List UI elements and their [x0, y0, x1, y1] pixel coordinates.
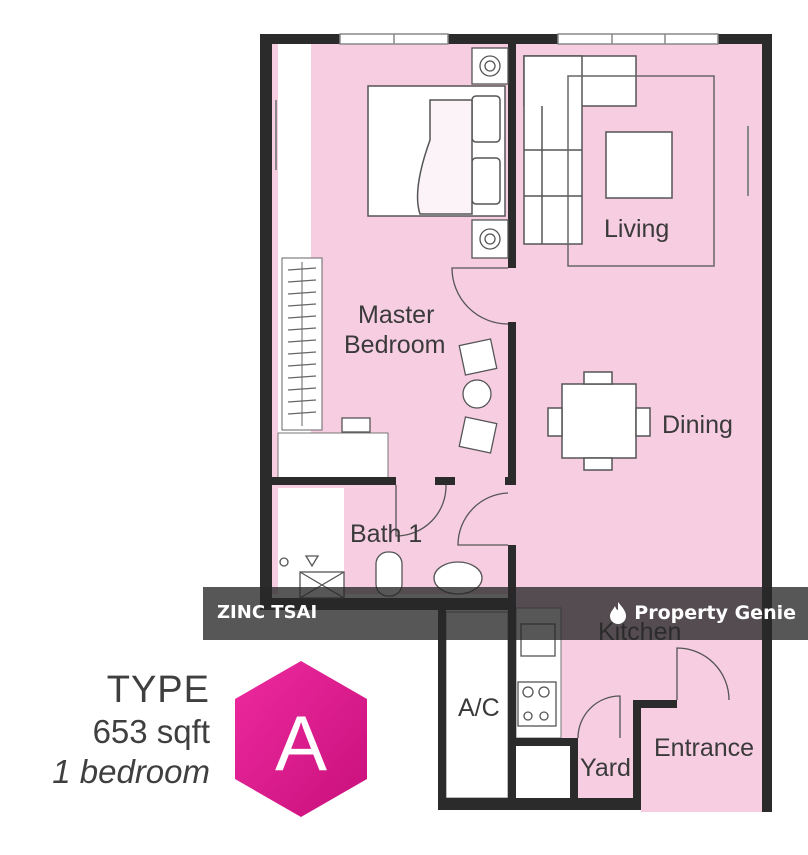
label-living: Living	[604, 215, 669, 243]
unit-type-info: TYPE 653 sqft 1 bedroom	[40, 668, 210, 792]
unit-area: 653 sqft	[92, 713, 210, 750]
desk	[277, 432, 389, 479]
hall-door	[457, 492, 509, 546]
label-ac: A/C	[458, 694, 500, 722]
label-entrance: Entrance	[654, 734, 754, 762]
watermark-banner: ZINC TSAI Property Genie	[203, 587, 808, 640]
label-yard: Yard	[580, 754, 631, 782]
bedroom-seating	[341, 338, 498, 454]
floor-main	[268, 42, 768, 594]
brand: Property Genie	[608, 601, 796, 625]
brand-name: Property Genie	[634, 602, 796, 624]
yard-door	[577, 695, 621, 739]
dining-set	[547, 371, 651, 471]
unit-bedrooms: 1 bedroom	[52, 753, 210, 790]
wardrobe	[281, 257, 323, 431]
living-rug	[567, 75, 715, 267]
type-badge-hexagon	[235, 661, 367, 817]
label-bath: Bath 1	[350, 520, 422, 548]
windows	[339, 33, 719, 45]
coffee-table	[605, 131, 673, 199]
flame-icon	[610, 602, 627, 624]
label-dining: Dining	[662, 411, 733, 439]
type-badge-letter: A	[275, 699, 327, 787]
bedside-lamps	[471, 47, 509, 259]
sofa	[523, 55, 637, 245]
type-title: TYPE	[106, 669, 210, 711]
bedroom-door	[451, 267, 509, 325]
hangers	[287, 267, 317, 415]
label-master-2: Bedroom	[344, 331, 445, 359]
entrance-door	[676, 647, 730, 701]
bed	[367, 85, 506, 217]
label-master-1: Master	[358, 301, 434, 329]
floor-yard	[575, 740, 641, 800]
agent-name: ZINC TSAI	[217, 602, 318, 623]
bath-door	[395, 484, 447, 537]
